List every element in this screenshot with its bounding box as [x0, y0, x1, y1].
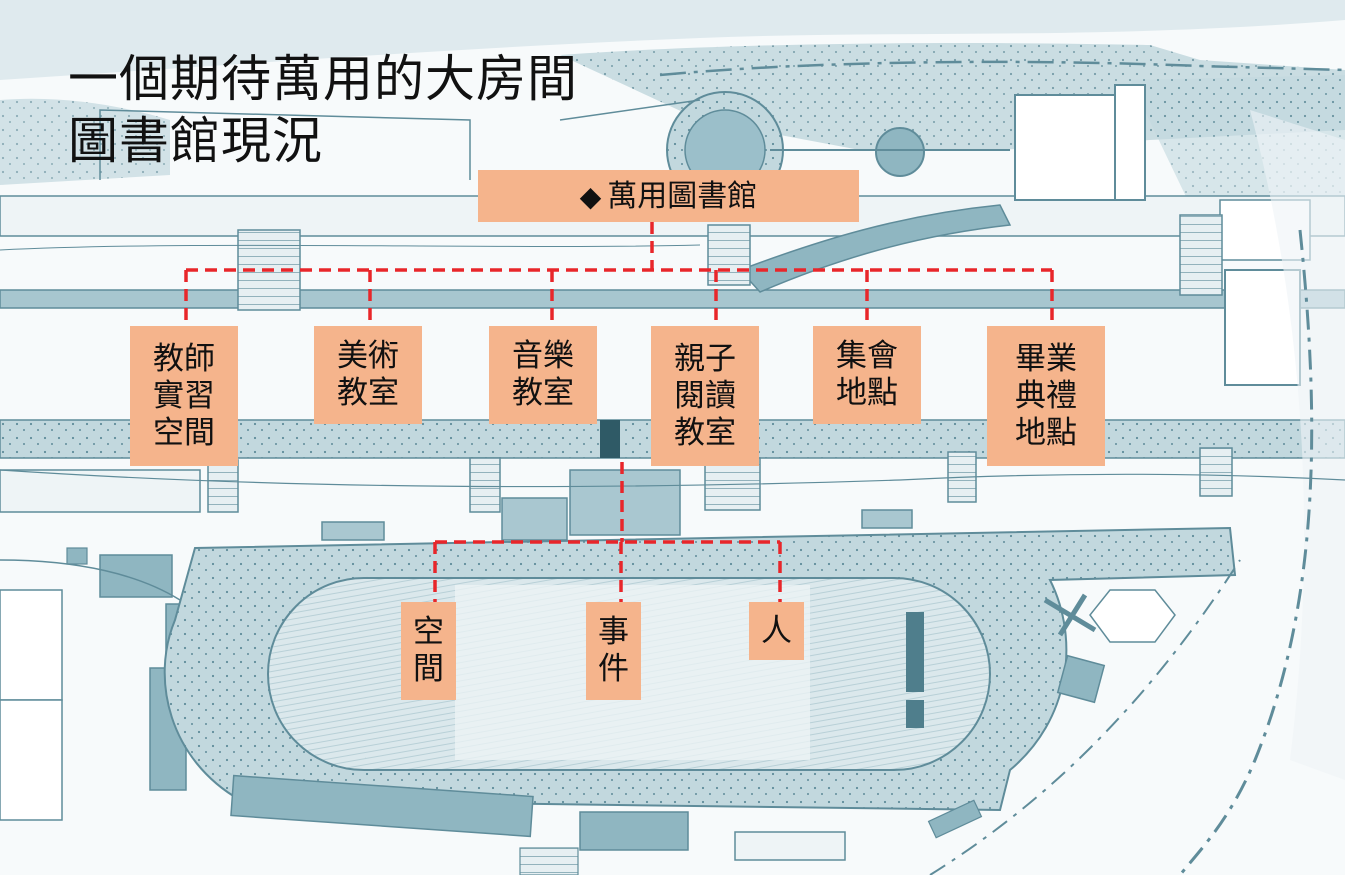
- function-box-art-classroom: 美術 教室: [314, 326, 422, 424]
- function-box-line: 地點: [1015, 414, 1077, 451]
- diagram-title: 一個期待萬用的大房間: [68, 50, 578, 108]
- function-box-line: 集會: [836, 338, 898, 374]
- function-box-line: 教室: [674, 414, 736, 451]
- function-box-line: 音樂: [512, 338, 574, 374]
- function-box-line: 教師: [153, 340, 215, 377]
- function-box-line: 實習: [153, 377, 215, 414]
- function-box-line: 美術: [337, 338, 399, 374]
- function-box-graduation-ceremony-place: 畢業 典禮 地點: [987, 326, 1105, 466]
- function-box-assembly-place: 集會 地點: [813, 326, 921, 424]
- aspect-box-line: 空: [413, 614, 444, 650]
- diamond-marker-icon: ◆: [579, 179, 602, 213]
- diagram-subtitle: 圖書館現況: [68, 112, 323, 170]
- aspect-box-line: 事: [598, 614, 629, 650]
- aspect-box-space: 空 間: [401, 602, 456, 700]
- function-box-line: 畢業: [1015, 340, 1077, 377]
- root-node-label: 萬用圖書館: [607, 178, 758, 214]
- function-box-line: 地點: [836, 375, 898, 411]
- function-box-line: 教室: [337, 375, 399, 411]
- function-box-teacher-practice-space: 教師 實習 空間: [130, 326, 238, 466]
- function-box-line: 教室: [512, 375, 574, 411]
- aspect-box-line: 人: [761, 612, 792, 649]
- aspect-box-line: 件: [598, 651, 629, 687]
- function-box-line: 閱讀: [674, 377, 736, 414]
- root-node-universal-library: ◆ 萬用圖書館: [478, 170, 859, 222]
- function-box-parent-child-reading-classroom: 親子 閱讀 教室: [651, 326, 759, 466]
- function-box-music-classroom: 音樂 教室: [489, 326, 597, 424]
- function-box-line: 典禮: [1015, 377, 1077, 414]
- function-box-line: 空間: [153, 414, 215, 451]
- aspect-box-line: 間: [413, 651, 444, 687]
- aspect-box-people: 人: [749, 602, 804, 660]
- function-box-line: 親子: [674, 340, 736, 377]
- aspect-box-event: 事 件: [586, 602, 641, 700]
